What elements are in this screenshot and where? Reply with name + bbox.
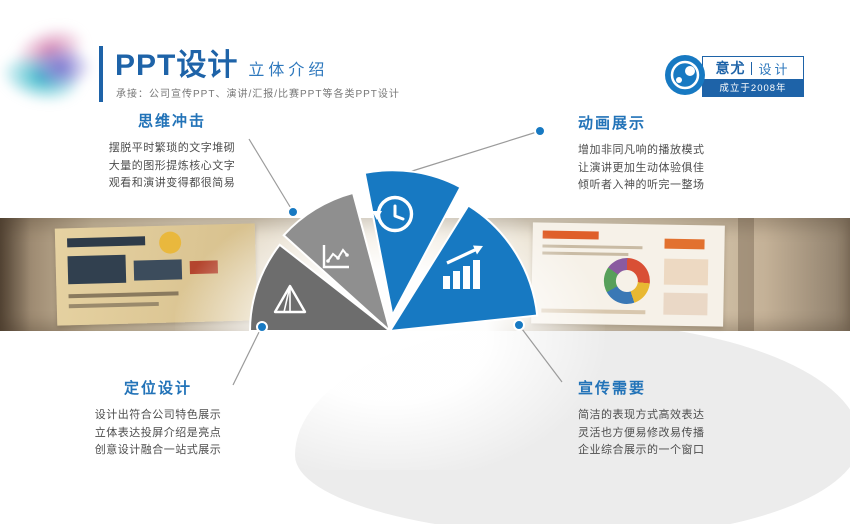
feature-line: 设计出符合公司特色展示	[94, 409, 222, 421]
feature-block-bottom-left: 定位设计 设计出符合公司特色展示 立体表达投屏介绍是亮点 创意设计融合一站式展示	[58, 377, 258, 460]
feature-line: 大量的图形提炼核心文字	[108, 159, 236, 172]
connector-line-top-left	[248, 138, 293, 211]
brand-name-bold: 意尤	[715, 60, 746, 76]
connector-dot-bottom-left	[256, 321, 268, 333]
feature-line: 观看和演讲变得都很简易	[108, 177, 236, 189]
connector-dot-top-right	[534, 125, 546, 137]
feature-line: 摆脱平时繁琐的文字堆砌	[108, 142, 236, 154]
feature-line: 简洁的表现方式高效表达	[578, 409, 705, 421]
photo-shadow-left	[0, 218, 30, 331]
connector-line-top-right	[408, 130, 541, 173]
brand-name-light: 设计	[758, 61, 791, 77]
fan-segment-history	[363, 169, 462, 319]
watercolor-splash	[0, 17, 130, 125]
brand-circle-icon	[665, 55, 705, 95]
feature-line: 倾听者入神的听完一整场	[578, 179, 705, 191]
feature-line: 增加非同凡响的播放模式	[578, 144, 705, 156]
feature-line: 企业综合展示的一个窗口	[578, 444, 705, 456]
brand-since: 成立于2008年	[702, 80, 804, 97]
header: PPT设计立体介绍	[115, 40, 328, 84]
feature-title: 动画展示	[578, 115, 647, 132]
connector-dot-top-left	[287, 206, 299, 218]
fan-segment-line-chart	[282, 191, 392, 335]
feature-block-bottom-right: 宣传需要 简洁的表现方式高效表达 灵活也方便易修改易传播 企业综合展示的一个窗口	[578, 377, 778, 460]
brand-name-divider	[751, 61, 753, 75]
splash-purple	[30, 44, 92, 90]
bar-growth-icon	[443, 245, 483, 289]
connector-dot-bottom-right	[513, 319, 525, 331]
photo-shadow-right	[738, 218, 754, 331]
feature-line: 灵活也方便易修改易传播	[578, 426, 705, 439]
pyramid-icon	[273, 284, 307, 314]
line-chart-icon	[322, 245, 349, 269]
feature-title: 思维冲击	[137, 113, 206, 130]
feature-block-top-left: 思维冲击 摆脱平时繁琐的文字堆砌 大量的图形提炼核心文字 观看和演讲变得都很简易	[82, 110, 262, 193]
page-title: PPT设计	[115, 49, 239, 82]
brand-logo: 意尤 设计 成立于2008年	[664, 54, 809, 100]
feature-line: 让演讲更加生动体验俱佳	[578, 161, 705, 174]
feature-line: 创意设计融合一站式展示	[94, 444, 222, 456]
title-accent-bar	[99, 46, 103, 102]
feature-title: 宣传需要	[578, 380, 647, 397]
feature-block-top-right: 动画展示 增加非同凡响的播放模式 让演讲更加生动体验俱佳 倾听者入神的听完一整场	[578, 112, 778, 195]
connector-line-bottom-left	[232, 325, 263, 386]
page-subtitle: 立体介绍	[248, 62, 329, 79]
connector-line-bottom-right	[518, 324, 563, 383]
tagline: 承接：公司宣传PPT、演讲/汇报/比赛PPT等各类PPT设计	[116, 89, 400, 100]
feature-line: 立体表达投屏介绍是亮点	[94, 426, 222, 439]
brand-name: 意尤 设计	[702, 56, 804, 80]
history-clock-icon	[372, 195, 414, 233]
feature-title: 定位设计	[123, 380, 192, 397]
